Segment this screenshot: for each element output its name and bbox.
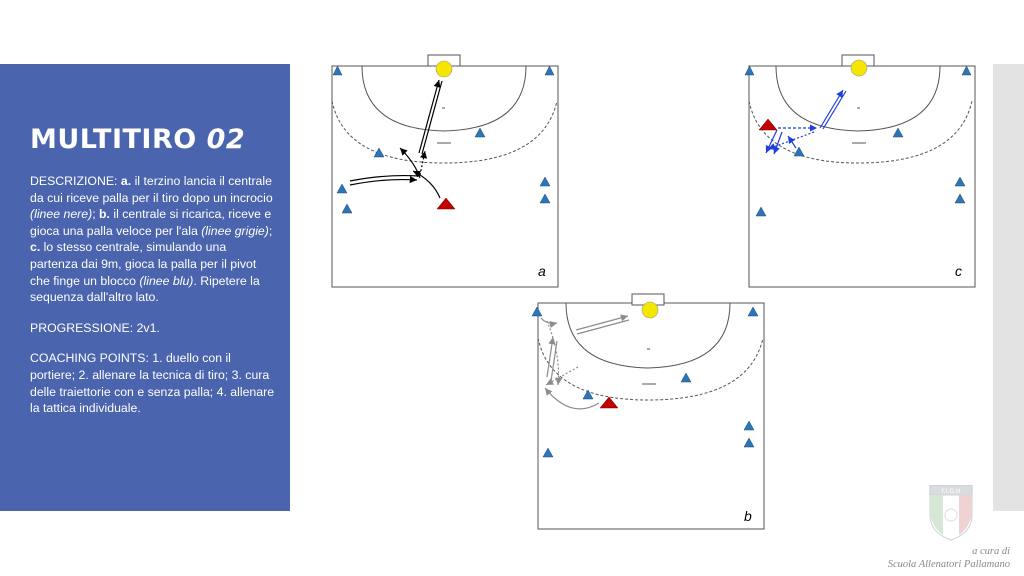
free-throw-line <box>331 100 558 164</box>
ball <box>435 60 453 78</box>
blue-player <box>744 65 755 76</box>
black-arrow <box>349 174 420 182</box>
blue-player <box>743 420 755 431</box>
blue-arrow <box>787 135 797 149</box>
credit: a cura di Scuola Allenatori Pallamano <box>888 545 1010 571</box>
free-throw-line <box>748 100 973 164</box>
court-diagram-a: a <box>331 54 559 288</box>
court-diagram-c: c <box>744 54 976 288</box>
blue-player <box>539 193 551 204</box>
blue-arrow <box>822 90 847 130</box>
separator: ; <box>92 207 100 222</box>
goal-area-line <box>361 65 527 132</box>
court-diagram-b: b <box>531 293 765 530</box>
grey-arrow <box>575 314 629 331</box>
blue-player <box>954 193 966 204</box>
separator: ; <box>268 223 273 238</box>
step-a-note: (linee nere) <box>30 207 93 222</box>
page-title: MULTITIRO 02 <box>30 124 276 155</box>
credit-line-1: a cura di <box>972 546 1010 557</box>
blue-player <box>755 206 767 217</box>
step-b-text: il centrale si ricarica, riceve e gioca … <box>30 207 272 238</box>
description-label: DESCRIZIONE: <box>30 174 118 188</box>
ball <box>641 301 659 319</box>
step-c-text: lo stesso centrale, simulando una parten… <box>30 240 257 288</box>
coaching-points-text: COACHING POINTS: 1. duello con il portie… <box>30 351 275 416</box>
goal-area-line <box>565 302 731 369</box>
description-panel: MULTITIRO 02 DESCRIZIONE: a. il terzino … <box>0 64 290 511</box>
credit-line-2: Scuola Allenatori Pallamano <box>887 559 1010 570</box>
blue-arrow <box>765 129 778 154</box>
blue-player <box>544 65 555 76</box>
black-arrow <box>349 175 418 186</box>
court-boundary <box>331 65 559 288</box>
black-arrow <box>418 79 441 154</box>
free-throw-line <box>537 337 764 401</box>
blue-player <box>336 183 348 194</box>
blue-player <box>747 306 759 317</box>
red-player <box>436 197 456 210</box>
logo-text: F.I.G.H <box>941 488 960 495</box>
blue-player <box>539 176 551 187</box>
step-b-note: (linee grigie) <box>201 223 269 238</box>
grey-arrow <box>576 319 630 335</box>
blue-player <box>892 127 904 138</box>
step-b-key: b. <box>99 207 110 222</box>
progression-text: PROGRESSIONE: 2v1. <box>30 320 160 335</box>
step-a-key: a. <box>120 174 132 188</box>
description-text: DESCRIZIONE: a. il terzino lancia il cen… <box>30 173 276 306</box>
step-c-key: c. <box>30 240 41 255</box>
grey-arrow <box>550 340 558 382</box>
diagram-label-b: b <box>744 508 752 524</box>
title-number: 02 <box>206 124 246 155</box>
blue-player <box>793 146 805 157</box>
blue-player <box>743 437 755 448</box>
blue-player <box>531 306 543 317</box>
blue-player <box>954 176 966 187</box>
black-arrow <box>421 80 443 155</box>
blue-player <box>680 372 692 383</box>
blue-player <box>961 65 972 76</box>
red-player <box>599 396 619 409</box>
blue-player <box>474 127 486 138</box>
blue-player <box>332 65 343 76</box>
title-text: MULTITIRO <box>30 124 197 155</box>
step-a-text: il terzino lancia il centrale da cui ric… <box>30 174 273 205</box>
red-player <box>758 118 778 131</box>
grey-arrow <box>546 336 556 378</box>
ball <box>850 59 868 77</box>
court-boundary <box>748 65 976 288</box>
step-c-note: (linee blu) <box>139 273 194 288</box>
description-ending: . Ripetere la sequenza dall'altro lato. <box>30 273 260 305</box>
diagram-label-a: a <box>538 263 546 279</box>
right-side-bar <box>993 64 1024 511</box>
goal-area-line <box>775 65 941 132</box>
blue-player <box>341 203 353 214</box>
figh-logo: F.I.G.H <box>929 485 973 541</box>
court-boundary <box>537 302 765 530</box>
blue-player <box>373 147 385 158</box>
blue-arrow <box>773 131 783 155</box>
black-arrow <box>412 170 441 199</box>
diagram-label-c: c <box>955 263 962 279</box>
grey-arrow <box>544 387 600 410</box>
blue-arrow <box>819 89 844 129</box>
blue-player <box>582 389 594 400</box>
blue-player <box>542 447 554 458</box>
